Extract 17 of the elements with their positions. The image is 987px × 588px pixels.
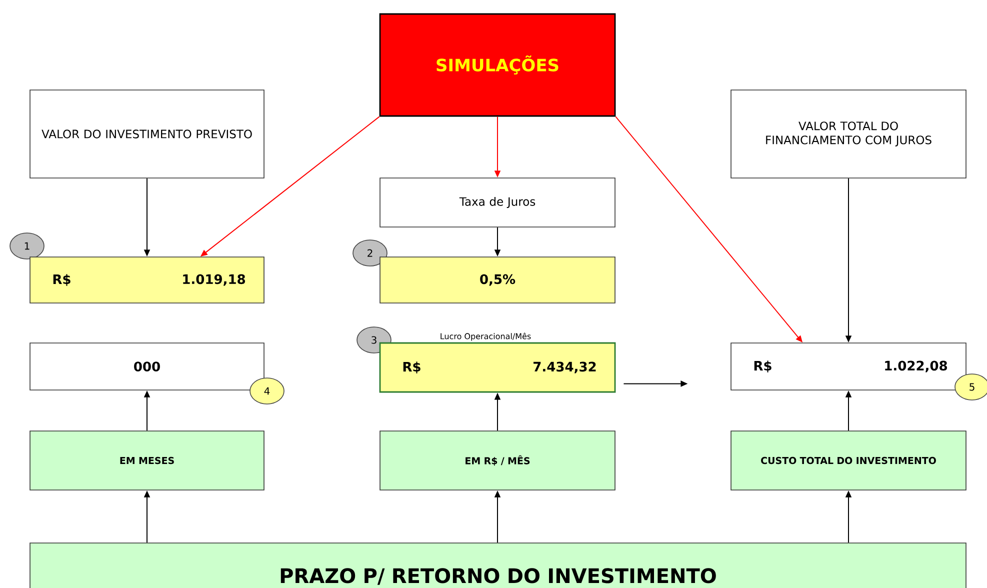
callout-number: 4 — [250, 378, 284, 404]
callout-number: 1 — [10, 232, 44, 260]
result-banner: PRAZO P/ RETORNO DO INVESTIMENTO — [30, 542, 966, 588]
category-box: CUSTO TOTAL DO INVESTIMENTO — [730, 430, 966, 490]
input-box: Taxa de Juros — [380, 178, 616, 228]
callout-number: 5 — [954, 374, 987, 400]
callout-number: 2 — [352, 240, 388, 266]
input-box: VALOR DO INVESTIMENTO PREVISTO — [30, 90, 264, 178]
cell-caption: Lucro Operacional/Mês — [440, 332, 531, 341]
input-box: VALOR TOTAL DO FINANCIAMENTO COM JUROS — [730, 90, 966, 178]
category-box: EM R$ / MÊS — [380, 430, 616, 490]
title-box: SIMULAÇÕES — [379, 13, 616, 117]
value-cell: R$ 1.022,08 — [730, 342, 966, 390]
value-cell: 0,5% — [380, 256, 616, 304]
value-cell: 000 — [30, 342, 264, 390]
category-box: EM MESES — [30, 430, 264, 490]
value-cell: R$ 1.019,18 — [30, 256, 264, 304]
